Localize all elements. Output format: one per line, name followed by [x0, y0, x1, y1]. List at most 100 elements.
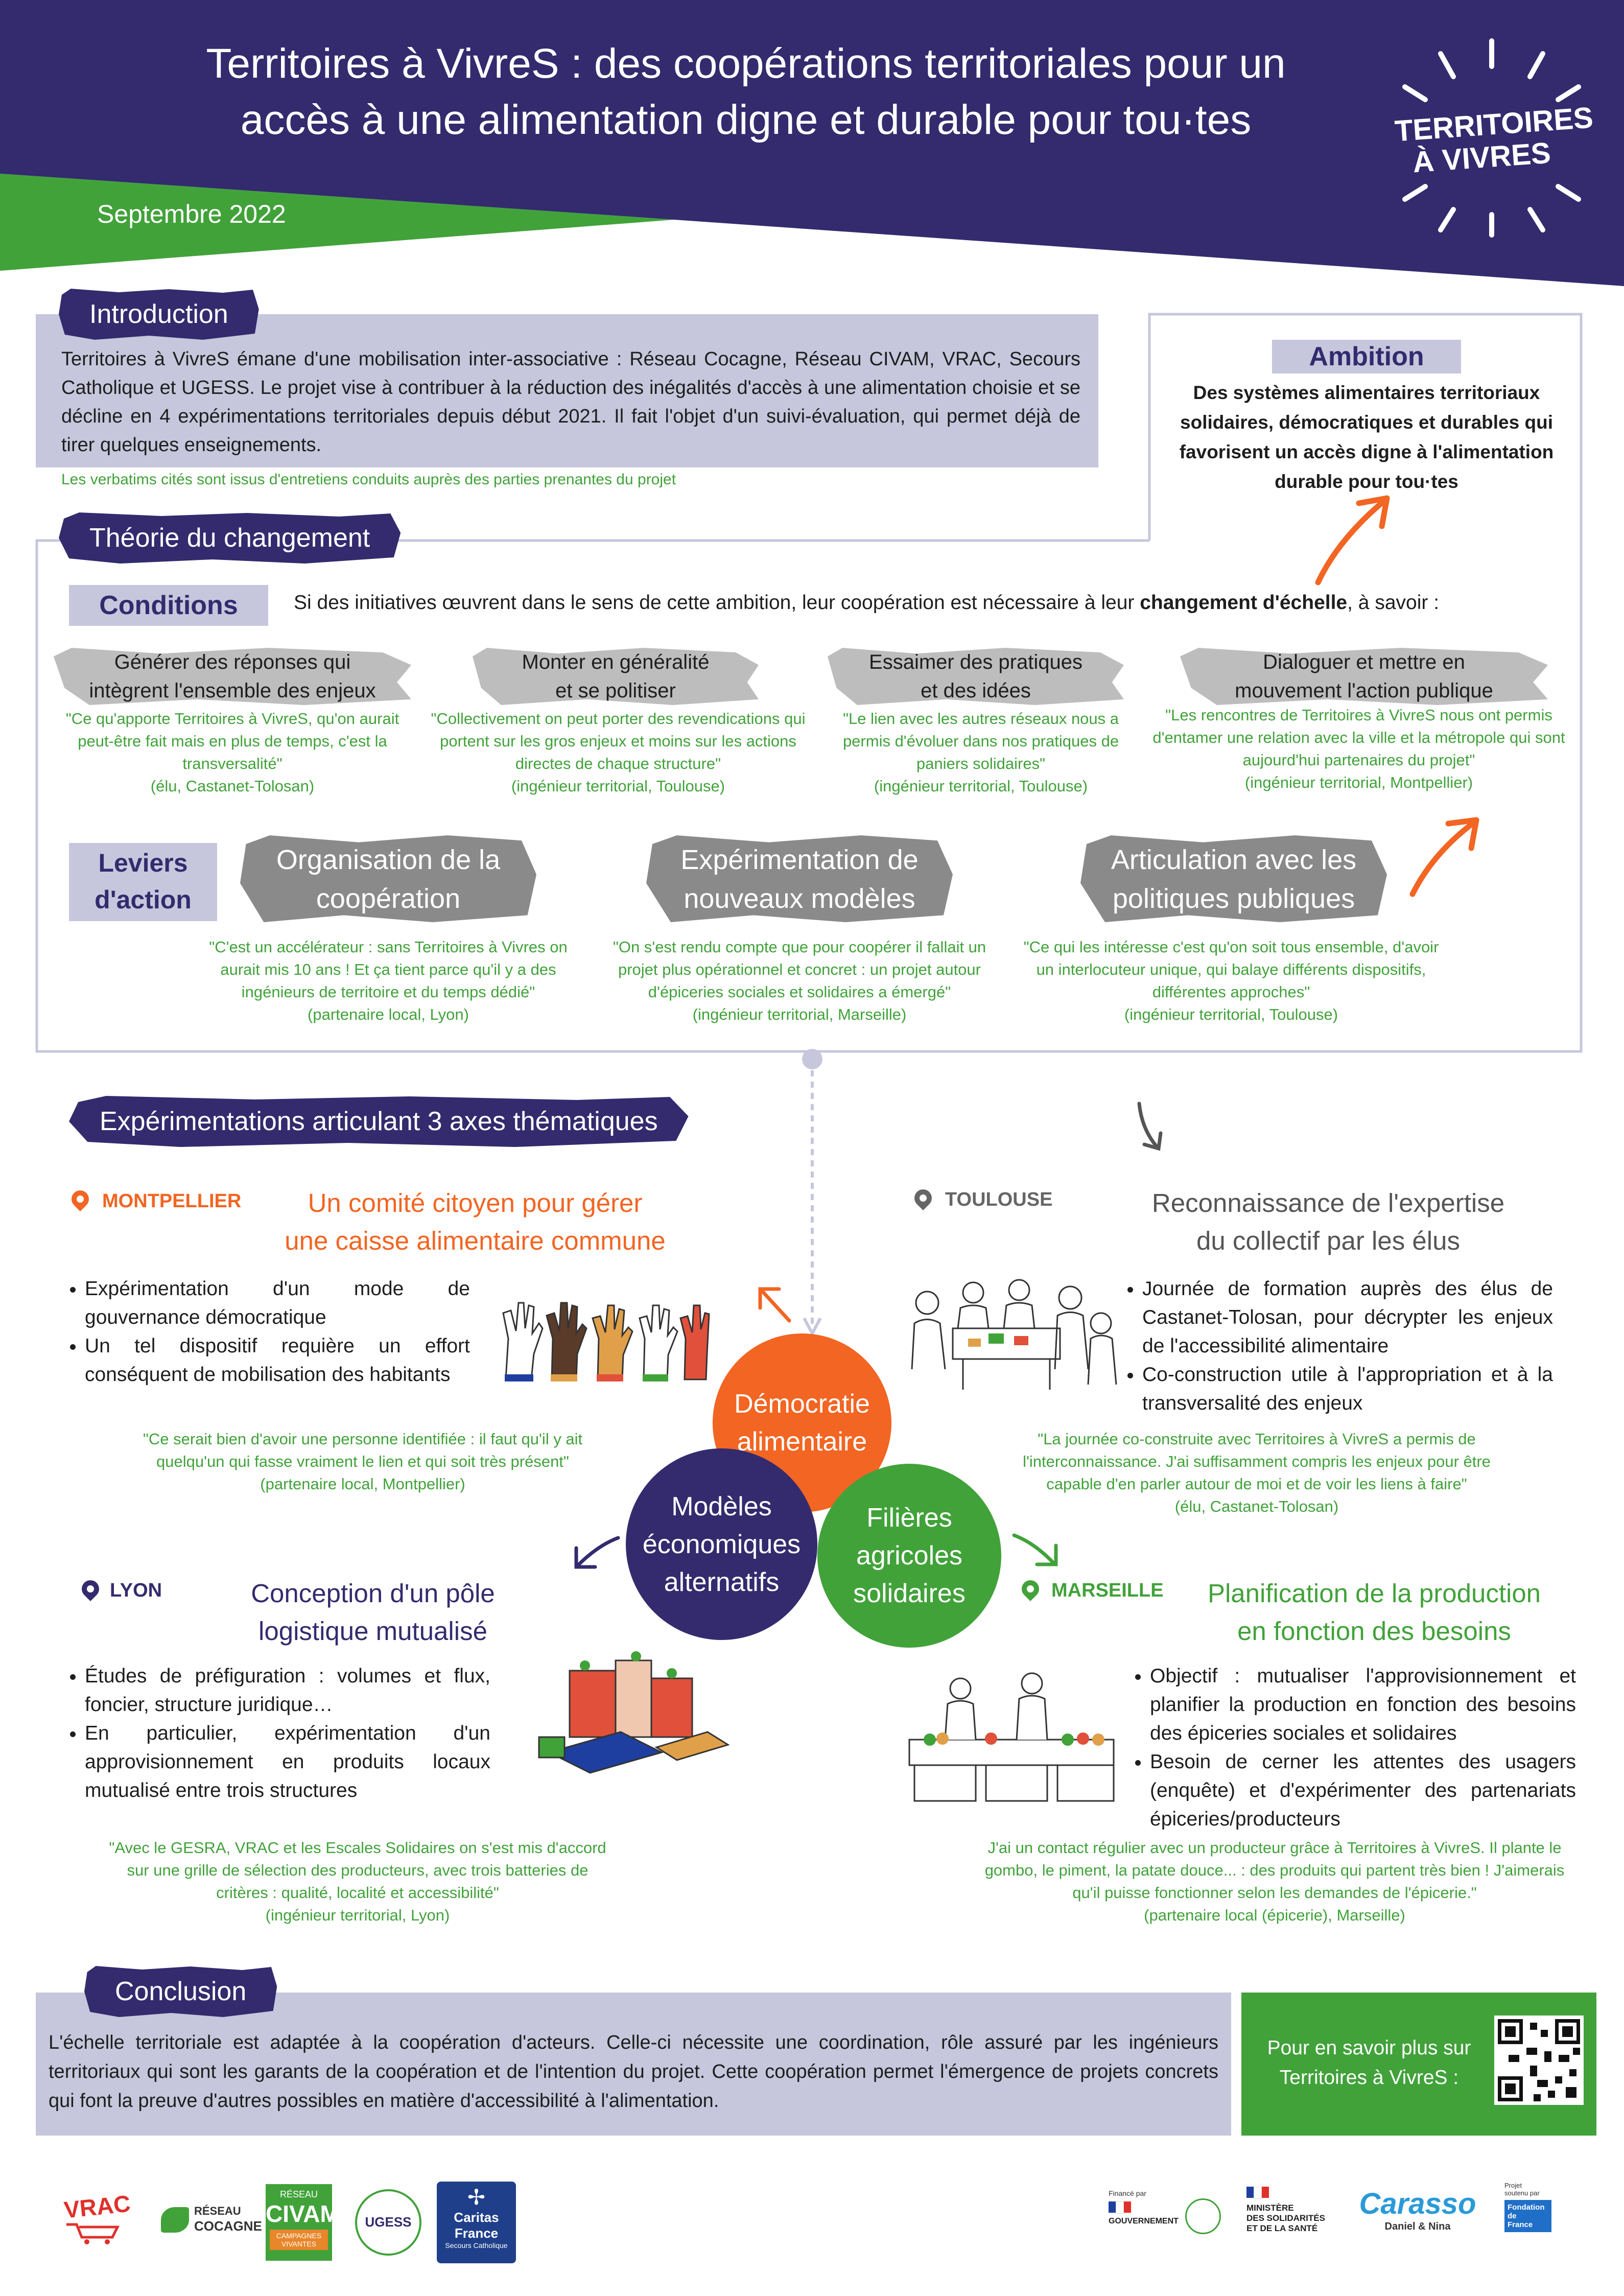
montpellier-title-1: Un comité citoyen pour gérer	[308, 1188, 643, 1217]
caritas-line3: Secours Catholique	[445, 2241, 508, 2250]
condition-1-quote: "Ce qu'apporte Territoires à VivreS, qu'…	[65, 710, 399, 772]
arrow-lyon-icon	[574, 1536, 620, 1569]
logo-carasso: Carasso Daniel & Nina	[1349, 2187, 1487, 2253]
french-flag-icon	[1109, 2201, 1226, 2214]
conclusion-text: L'échelle territoriale est adaptée à la …	[49, 2032, 1218, 2112]
lever-3-source: (ingénieur territorial, Toulouse)	[1124, 1005, 1338, 1023]
modeles-line1: Modèles	[671, 1491, 772, 1521]
marseille-quote-text: J'ai un contact régulier avec un product…	[984, 1839, 1565, 1902]
meeting-illustration	[911, 1279, 1117, 1390]
lever-quote-2: "On s'est rendu compte que pour coopérer…	[598, 936, 1001, 1026]
marseille-quote: J'ai un contact régulier avec un product…	[973, 1837, 1576, 1927]
logo-ministere: MINISTÈRE DES SOLIDARITÉS ET DE LA SANTÉ	[1246, 2187, 1364, 2253]
condition-1-line1: Générer des réponses qui	[114, 651, 351, 673]
conditions-intro: Si des initiatives œuvrent dans le sens …	[294, 592, 1561, 614]
caritas-line2: France	[454, 2225, 499, 2241]
lever-quote-3: "Ce qui les intéresse c'est qu'on soit t…	[1022, 936, 1441, 1026]
fondation-line3: France	[1508, 2220, 1533, 2229]
condition-1-source: (élu, Castanet-Tolosan)	[150, 777, 315, 795]
lever-1-quote: "C'est un accélérateur : sans Territoire…	[209, 938, 568, 1001]
cross-icon: ✢	[467, 2185, 486, 2209]
french-flag-icon	[1246, 2187, 1364, 2199]
toulouse-title-2: du collectif par les élus	[1196, 1226, 1460, 1255]
conditions-end: , à savoir :	[1347, 592, 1440, 614]
city-logistics-illustration	[538, 1651, 730, 1774]
lever-card-3: Articulation avec les politiques publiqu…	[1080, 835, 1387, 922]
ugess-text: UGESS	[365, 2214, 412, 2230]
toulouse-quote: "La journée co-construite avec Territoir…	[996, 1428, 1517, 1518]
montpellier-title-2: une caisse alimentaire commune	[285, 1226, 666, 1255]
experiments-heading: Expérimentations articulant 3 axes théma…	[69, 1096, 689, 1147]
page-title: Territoires à VivreS : des coopérations …	[66, 36, 1425, 148]
arrow-up-icon	[1315, 495, 1390, 585]
condition-1-line2: intègrent l'ensemble des enjeux	[89, 680, 376, 702]
qr-code[interactable]	[1494, 2016, 1584, 2105]
carasso-text: Carasso	[1359, 2187, 1476, 2220]
france-relance-icon	[1185, 2198, 1221, 2234]
levers-label-line2: d'action	[95, 885, 192, 914]
qr-code-icon	[1494, 2016, 1584, 2105]
condition-2-source: (ingénieur territorial, Toulouse)	[511, 777, 725, 795]
finance-par: Financé par	[1109, 2189, 1146, 2197]
marseille-bullets: Objectif : mutualiser l'approvisionnemen…	[1132, 1662, 1576, 1834]
levers-label-line1: Leviers	[98, 849, 188, 877]
location-pin-icon	[67, 1186, 93, 1212]
leaf-icon	[161, 2207, 189, 2233]
market-illustration	[908, 1672, 1115, 1802]
lever-1-line2: coopération	[316, 883, 461, 914]
condition-4-quote: "Les rencontres de Territoires à VivreS …	[1152, 706, 1565, 769]
logo-fondation-france: Projet soutenu par Fondation de France	[1504, 2182, 1556, 2258]
location-pin-icon	[1018, 1576, 1043, 1602]
marseille-quote-source: (partenaire local (épicerie), Marseille)	[1144, 1906, 1405, 1924]
toulouse-bullets: Journée de formation auprès des élus de …	[1124, 1275, 1553, 1418]
caritas-line1: Caritas	[454, 2210, 499, 2225]
montpellier-bullets: Expérimentation d'un mode de gouvernance…	[66, 1275, 470, 1389]
logo-vrac: VRAC	[63, 2190, 151, 2244]
modeles-line2: économiques	[642, 1529, 801, 1559]
city-toulouse: TOULOUSE	[945, 1189, 1053, 1210]
conditions-label: Conditions	[69, 585, 268, 626]
circle-filieres: Filières agricoles solidaires	[817, 1464, 1001, 1648]
logo-ugess: UGESS	[355, 2189, 421, 2256]
cocagne-line2: COCAGNE	[194, 2218, 262, 2234]
condition-3-quote: "Le lien avec les autres réseaux nous a …	[842, 710, 1119, 772]
sun-rays-icon	[1402, 38, 1581, 238]
lever-1-source: (partenaire local, Lyon)	[308, 1005, 469, 1023]
arrow-marseille-icon	[1012, 1533, 1058, 1566]
filieres-line3: solidaires	[853, 1579, 966, 1608]
city-lyon: LYON	[110, 1580, 162, 1601]
logo-cocagne: RÉSEAU COCAGNE	[161, 2202, 263, 2243]
condition-4-line2: mouvement l'action publique	[1235, 680, 1493, 702]
filieres-line1: Filières	[866, 1503, 952, 1533]
levers-label: Leviers d'action	[69, 843, 217, 921]
lever-3-line2: politiques publiques	[1112, 883, 1355, 914]
conditions-intro-text: Si des initiatives œuvrent dans le sens …	[294, 592, 1135, 614]
montpellier-bullet-1: Expérimentation d'un mode de gouvernance…	[85, 1275, 470, 1332]
marseille-title: Planification de la production en foncti…	[1175, 1575, 1573, 1650]
conclusion-heading: Conclusion	[84, 1966, 277, 2017]
condition-quote-4: "Les rencontres de Territoires à VivreS …	[1149, 704, 1568, 794]
democratie-line1: Démocratie	[734, 1389, 870, 1419]
introduction-heading: Introduction	[59, 289, 259, 340]
arrow-up-right-icon	[1409, 817, 1479, 897]
title-line-1: Territoires à VivreS : des coopérations …	[206, 40, 1286, 87]
fondation-line1: Fondation	[1508, 2203, 1545, 2212]
civam-sub: CAMPAGNES VIVANTES	[270, 2230, 328, 2250]
lyon-quote-text: "Avec le GESRA, VRAC et les Escales Soli…	[109, 1839, 606, 1902]
learn-more-line2: Territoires à VivreS :	[1279, 2067, 1459, 2089]
civam-text: CIVAM	[266, 2200, 340, 2227]
dotted-connector	[802, 1049, 822, 1337]
toulouse-quote-source: (élu, Castanet-Tolosan)	[1174, 1497, 1339, 1515]
montpellier-bullet-2: Un tel dispositif requière un effort con…	[85, 1332, 470, 1389]
lever-2-line2: nouveaux modèles	[684, 883, 915, 914]
democratie-line2: alimentaire	[737, 1427, 867, 1457]
arrow-down-icon	[1137, 1102, 1163, 1151]
gouvernement-text: GOUVERNEMENT	[1109, 2217, 1179, 2225]
toulouse-bullet-1: Journée de formation auprès des élus de …	[1142, 1275, 1553, 1361]
header-band	[0, 0, 1624, 286]
raised-hands-illustration	[502, 1302, 710, 1381]
vrac-text: VRAC	[62, 2190, 132, 2223]
lyon-title-1: Conception d'un pôle	[251, 1579, 495, 1608]
verbatim-note: Les verbatims cités sont issus d'entreti…	[61, 471, 676, 488]
conditions-bold: changement d'échelle	[1140, 592, 1348, 614]
